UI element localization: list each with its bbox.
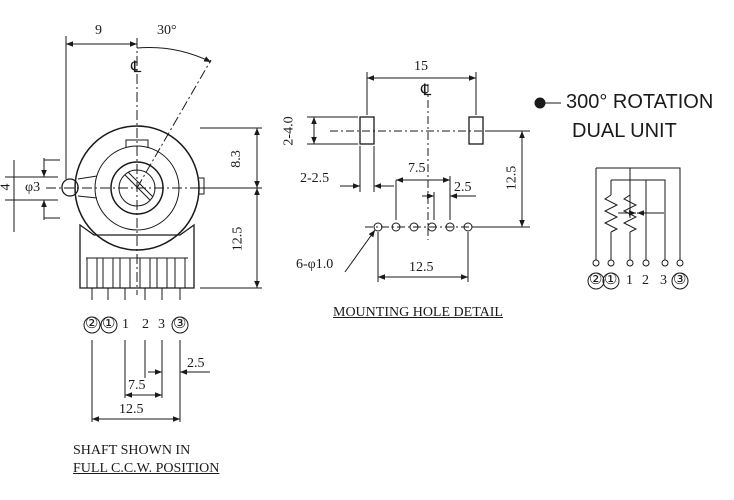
dim-shaft-len: 4	[0, 183, 14, 191]
schematic-pin-label-5: 3	[660, 273, 667, 288]
front-pin-label-6: ③	[173, 316, 187, 332]
shaft-slot	[124, 171, 154, 201]
schematic-pin-label-4: 2	[642, 273, 649, 288]
front-pin-label-3: 1	[122, 317, 129, 332]
mounting-holes	[373, 222, 473, 232]
unit-note: DUAL UNIT	[572, 120, 677, 142]
schematic-pin-label-6: ③	[673, 272, 687, 288]
resistor-1	[603, 194, 619, 233]
front-pin-label-4: 2	[142, 317, 149, 332]
dim-mid-span: 7.5	[128, 378, 146, 393]
schematic-pin-label-3: 1	[626, 273, 633, 288]
dim-mid: 7.5	[408, 161, 426, 176]
dim-top-left: 9	[95, 23, 102, 38]
centerline-symbol: ℄	[131, 59, 142, 76]
dim-slot-width: 2-2.5	[300, 171, 330, 186]
schematic-pin-label-2: ①	[604, 272, 618, 288]
schematic	[587, 167, 689, 290]
dim-shaft-dia: φ3	[25, 180, 41, 195]
mounting-centerline-symbol: ℄	[421, 82, 432, 99]
front-pin-label-1: ②	[85, 316, 99, 332]
terminal-block	[79, 223, 195, 289]
mounting-caption: MOUNTING HOLE DETAIL	[333, 305, 503, 320]
dim-angle: 30°	[157, 23, 177, 38]
dim-pin-pitch: 2.5	[187, 356, 205, 371]
dim-total-span: 12.5	[119, 402, 144, 417]
dim-holes: 6-φ1.0	[296, 257, 334, 272]
front-pin-label-5: 3	[158, 317, 165, 332]
dim-upper-height: 8.3	[228, 150, 244, 168]
note-bullet	[534, 97, 546, 109]
shaft-caption-line1: SHAFT SHOWN IN	[73, 443, 191, 458]
dim-hole-span: 12.5	[409, 260, 434, 275]
schematic-pin-label-1: ②	[589, 272, 603, 288]
shaft-caption-line2: FULL C.C.W. POSITION	[73, 461, 220, 476]
terminal-pins	[86, 257, 186, 300]
dim-pitch: 2.5	[454, 180, 472, 195]
rotation-note: 300° ROTATION	[566, 91, 714, 113]
dim-slot: 2-4.0	[281, 116, 297, 146]
front-pin-label-2: ①	[102, 316, 116, 332]
mounting-hole-detail	[307, 72, 530, 282]
dim-lower-height: 12.5	[230, 226, 246, 252]
dim-width: 15	[414, 59, 428, 74]
front-view	[5, 36, 262, 422]
dim-height: 12.5	[504, 165, 520, 191]
